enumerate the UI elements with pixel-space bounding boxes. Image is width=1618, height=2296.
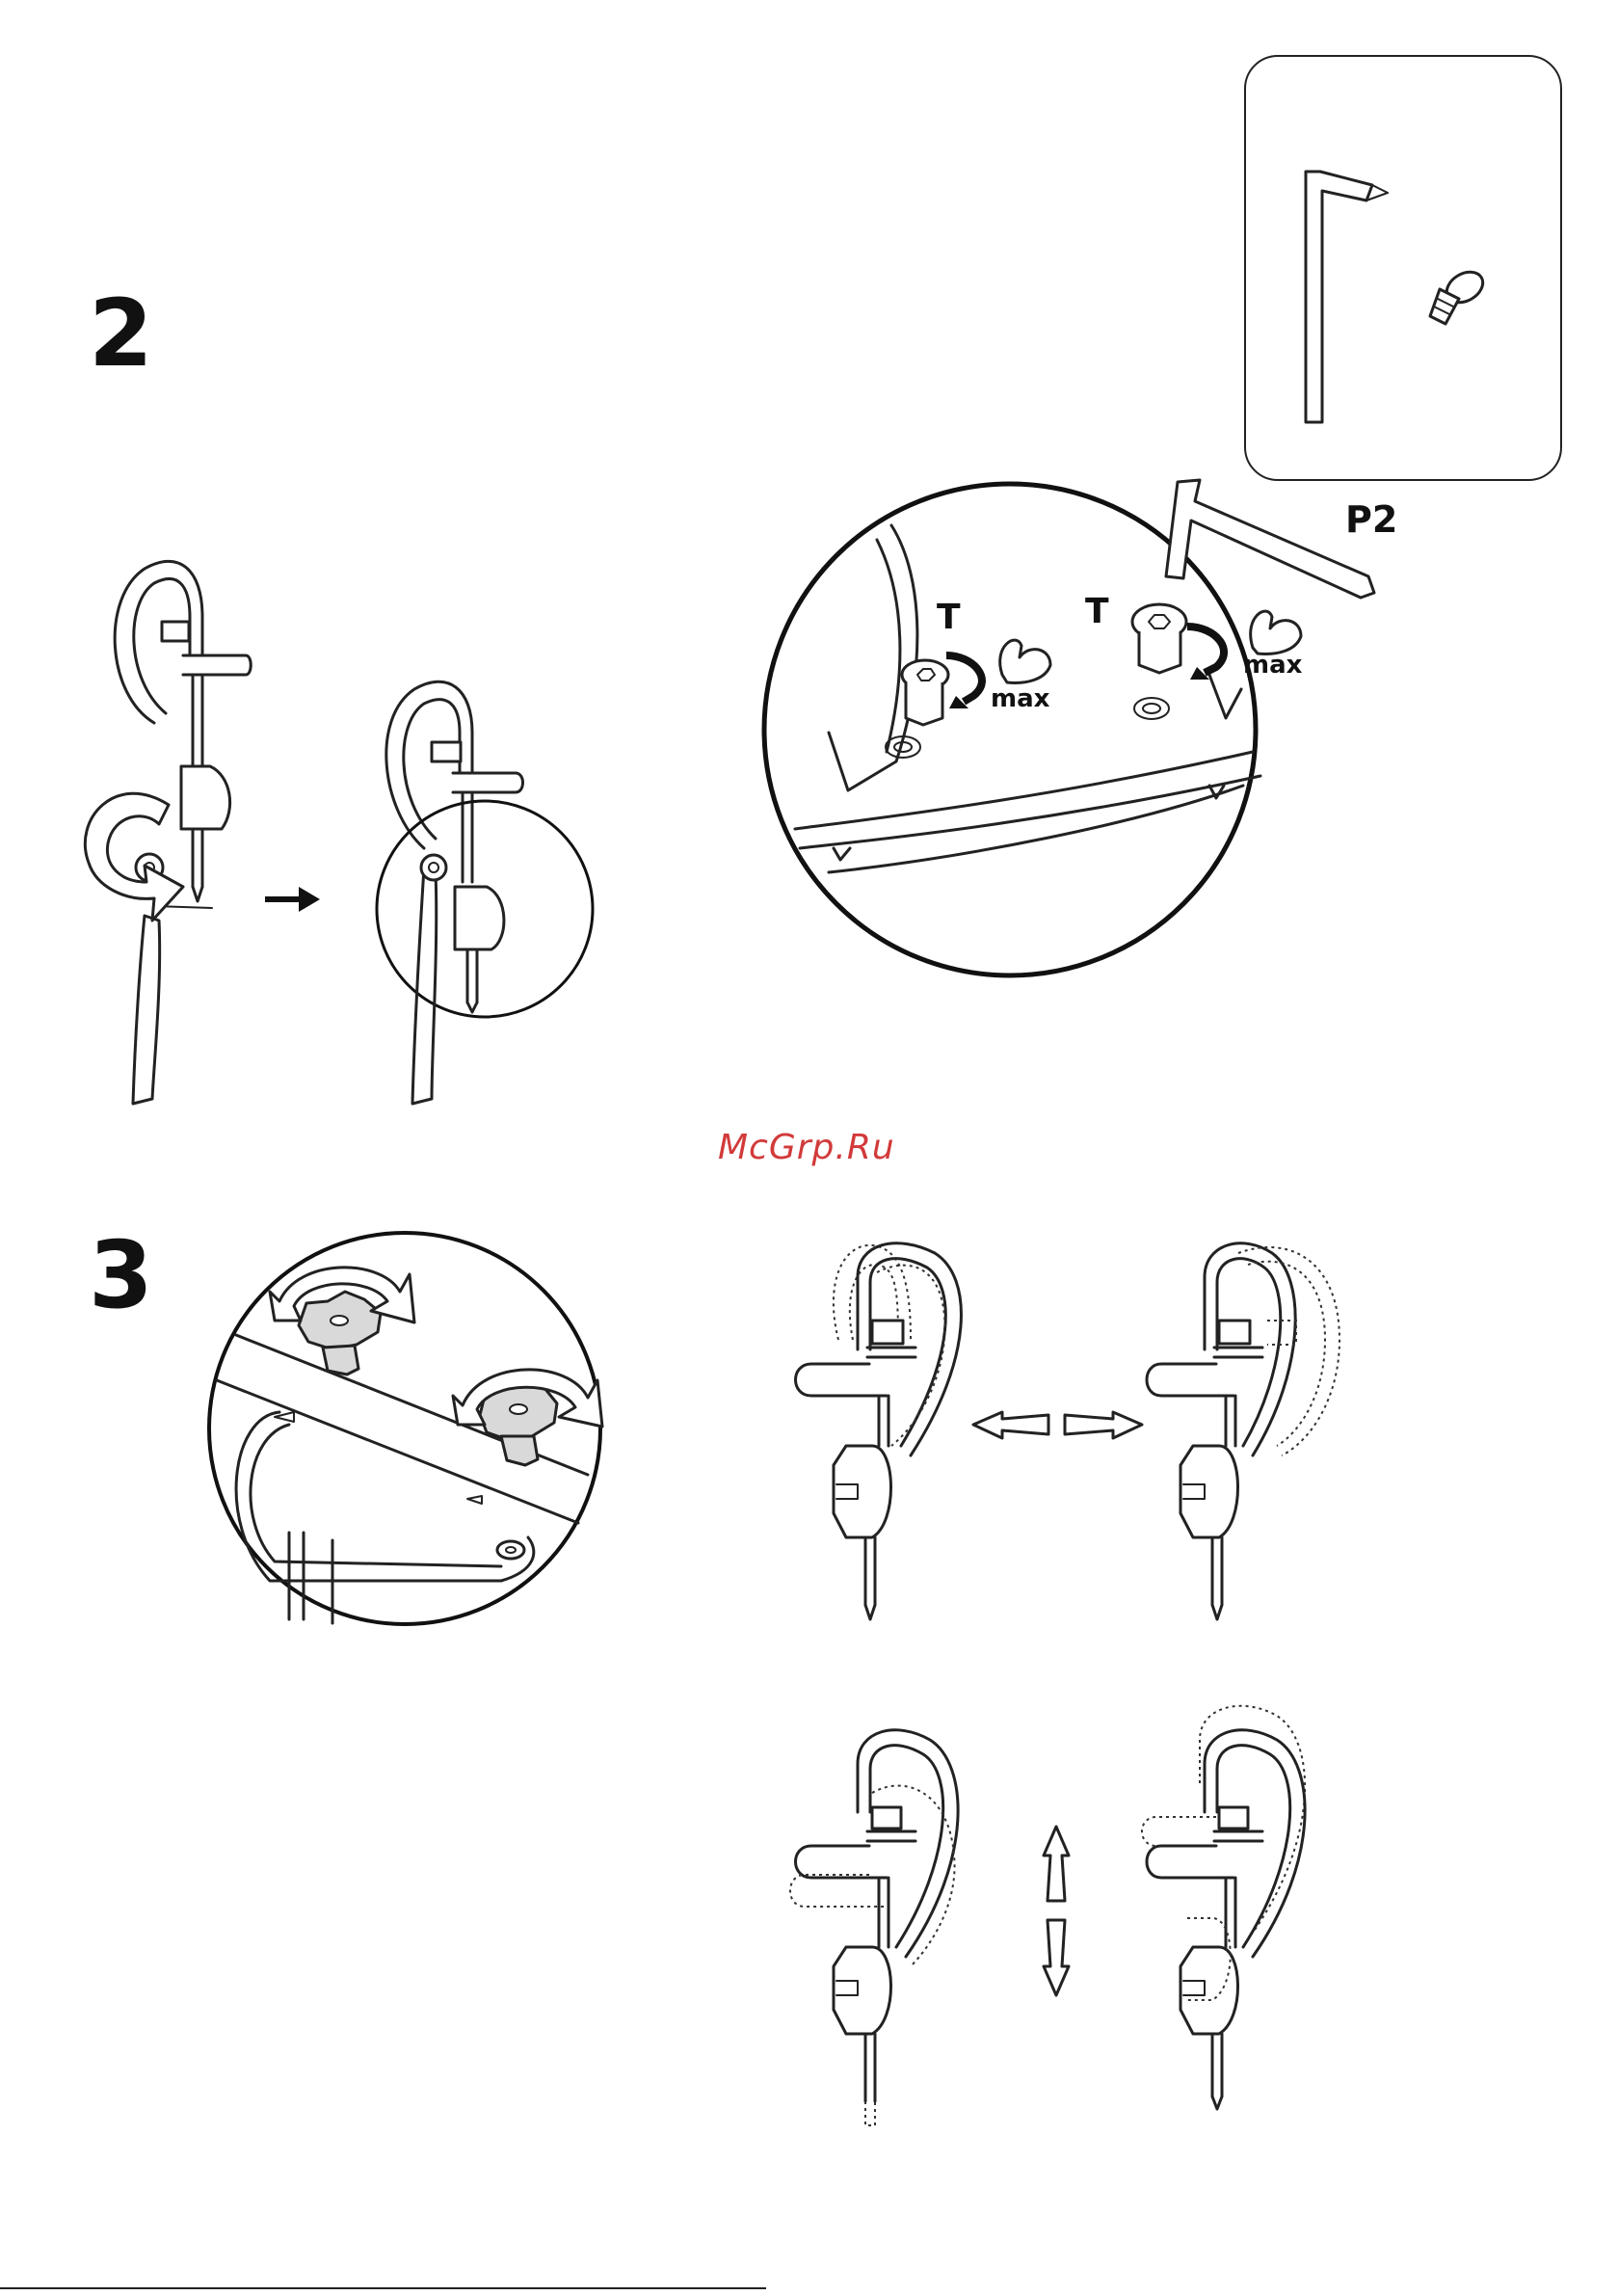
bottom-rule xyxy=(0,0,1618,2296)
